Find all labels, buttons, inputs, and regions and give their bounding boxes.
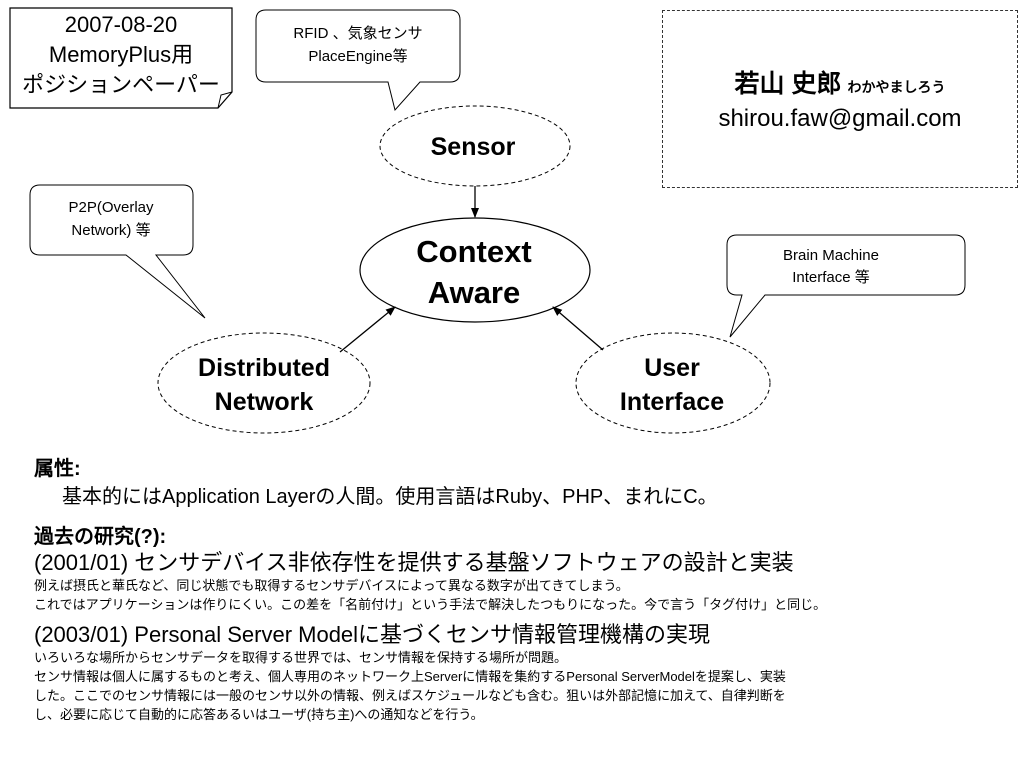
author-name-line: 若山 史郎わかやましろう [663, 67, 1017, 104]
attributes-text: 基本的にはApplication Layerの人間。使用言語はRuby、PHP、… [62, 486, 718, 508]
title-doc-type: ポジションペーパー [22, 72, 220, 97]
concept-diagram: Context Aware Sensor Distributed Network… [9, 7, 966, 434]
callout-ui-line2: Interface 等 [792, 268, 870, 286]
research-detail: した。ここでのセンサ情報には一般のセンサ以外の情報、例えばスケジュールなども含む… [34, 688, 786, 703]
context-label-line1: Context [416, 234, 531, 269]
callout-ui-line1: Brain Machine [783, 247, 879, 264]
ui-label-line1: User [644, 354, 700, 382]
callout-network-line2: Network) 等 [71, 221, 150, 239]
ui-node [575, 332, 771, 434]
author-email: shirou.faw@gmail.com [718, 105, 962, 132]
sensor-label: Sensor [431, 133, 516, 161]
research-detail: センサ情報は個人に属するものと考え、個人専用のネットワーク上Serverに情報を… [34, 669, 786, 684]
profile-text: 属性: 基本的にはApplication Layerの人間。使用言語はRuby、… [34, 456, 994, 732]
arrow-ui-to-context [552, 306, 604, 351]
author-reading: わかやましろう [847, 79, 946, 95]
research-item: (2001/01) センサデバイス非依存性を提供する基盤ソフトウェアの設計と実装… [34, 550, 994, 614]
title-note-fold [217, 91, 233, 109]
network-node [157, 332, 371, 434]
attributes-heading: 属性: [34, 458, 81, 480]
title-note: 2007-08-20 MemoryPlus用 ポジションペーパー [10, 8, 232, 108]
research-detail: 例えば摂氏と華氏など、同じ状態でも取得するセンサデバイスによって異なる数字が出て… [34, 578, 629, 593]
research-detail: これではアプリケーションは作りにくい。この差を「名前付け」という手法で解決したつ… [34, 597, 827, 612]
sensor-node [379, 105, 571, 187]
research-title: (2003/01) Personal Server Modelに基づくセンサ情報… [34, 622, 711, 647]
author-box: 若山 史郎わかやましろう shirou.faw@gmail.com [662, 10, 1018, 188]
research-detail: いろいろな場所からセンサデータを取得する世界では、センサ情報を保持する場所が問題… [34, 650, 568, 665]
context-label-line2: Aware [428, 275, 521, 310]
callout-sensor-line1: RFID 、気象センサ [293, 25, 422, 42]
title-date: 2007-08-20 [64, 12, 178, 37]
title-note-shape [9, 7, 233, 109]
author-name: 若山 史郎 [734, 70, 842, 98]
research-detail: し、必要に応じて自動的に応答あるいはユーザ(持ち主)への通知などを行う。 [34, 707, 484, 722]
research-heading: 過去の研究(?): [34, 526, 167, 548]
ui-label-line2: Interface [620, 388, 724, 416]
research-item: (2003/01) Personal Server Modelに基づくセンサ情報… [34, 622, 994, 724]
arrow-network-to-context [339, 306, 396, 353]
callout-sensor-shape [255, 9, 461, 112]
callout-network-line1: P2P(Overlay [68, 199, 154, 216]
research-title: (2001/01) センサデバイス非依存性を提供する基盤ソフトウェアの設計と実装 [34, 550, 794, 575]
title-event: MemoryPlus用 [48, 42, 194, 67]
callout-ui-shape [726, 234, 966, 338]
callout-network-shape [29, 184, 206, 319]
context-aware-node [359, 217, 591, 323]
callout-sensor-line2: PlaceEngine等 [308, 47, 407, 65]
network-label-line1: Distributed [198, 354, 330, 382]
network-label-line2: Network [215, 388, 314, 416]
